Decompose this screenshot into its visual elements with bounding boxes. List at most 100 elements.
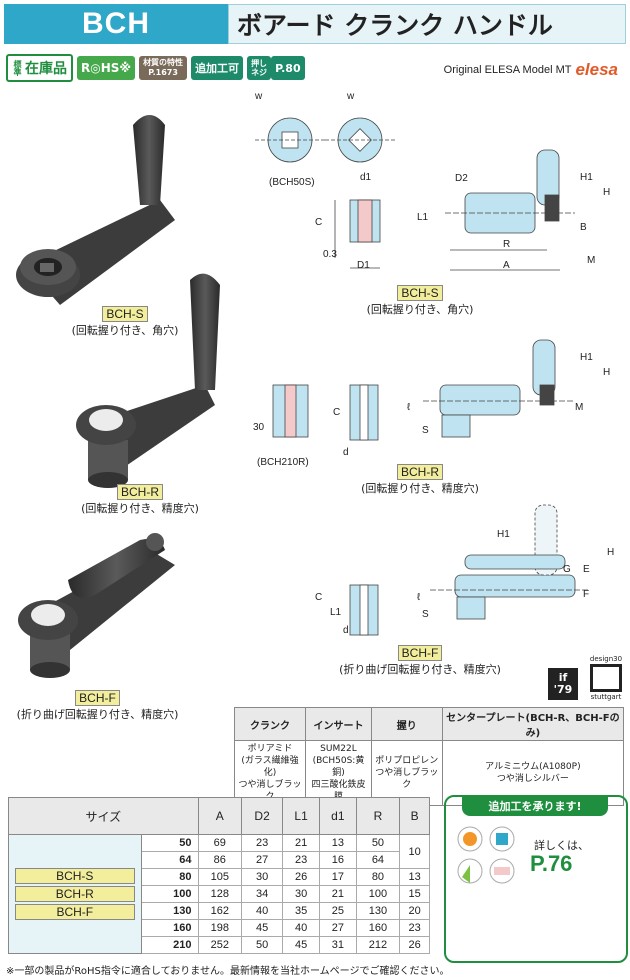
dim-B: B: [580, 222, 587, 233]
dim-H-f: H: [607, 547, 614, 558]
photo-s-tag: BCH-S: [102, 306, 148, 322]
elesa-logo: elesa: [575, 60, 618, 79]
size-header-size: サイズ: [8, 797, 199, 835]
size-header-B: B: [399, 797, 430, 835]
mat-grip: ポリプロピレンつや消しブラック: [370, 740, 443, 806]
addwork-panel[interactable]: 追加工を承ります! 詳しくは、 P.76: [444, 795, 628, 963]
if-award-logo: if '79: [548, 668, 578, 700]
addwork-title: 追加工を承ります!: [462, 796, 608, 816]
dim-c-s: C: [315, 217, 322, 228]
mat-header-grip: 握り: [370, 707, 443, 741]
group-bch-r: BCH-R: [15, 886, 135, 902]
photo-f-tag: BCH-F: [75, 690, 120, 706]
bch50s-label: (BCH50S): [269, 177, 315, 188]
addwork-page-link[interactable]: P.76: [530, 851, 573, 876]
dim-L1: L1: [417, 212, 429, 223]
design-logo-top: design30: [589, 655, 623, 663]
dim-F: F: [583, 589, 589, 600]
photo-r-desc: (回転握り付き、精度穴): [81, 502, 199, 515]
dim-D1: D1: [357, 260, 370, 271]
drawing-r-tag: BCH-R: [397, 464, 443, 480]
badge-row: 標準 在庫品 R◎HS※ 材質の特性 P.1673 追加工可 押し ネジ P.8…: [6, 54, 305, 82]
bch-f-photo: [18, 533, 175, 678]
mat-header-crank: クランク: [233, 707, 307, 741]
if-logo-text: if: [558, 671, 568, 684]
drawing-f-caption: BCH-F (折り曲げ回転握り付き、精度穴): [330, 645, 510, 677]
drawing-f-tag: BCH-F: [397, 645, 443, 661]
drawing-s-desc: (回転握り付き、角穴): [366, 303, 474, 316]
photo-s-caption: BCH-S (回転握り付き、角穴): [70, 306, 180, 338]
stock-badge-small: 標準: [13, 60, 22, 76]
dim-A: A: [503, 260, 510, 271]
size-header-A: A: [197, 797, 243, 835]
dim-M-s: M: [587, 255, 595, 266]
drawing-f-desc: (折り曲げ回転握り付き、精度穴): [339, 663, 501, 676]
dim-S-f: S: [422, 609, 429, 620]
bch-s-photo: [16, 115, 175, 305]
material-badge[interactable]: 材質の特性 P.1673: [139, 56, 188, 80]
drawing-r-caption: BCH-R (回転握り付き、精度穴): [355, 464, 485, 496]
dim-H-r: H: [603, 367, 610, 378]
size-header-D2: D2: [240, 797, 284, 835]
drawing-s-tag: BCH-S: [397, 285, 443, 301]
dim-d-r: d: [343, 447, 349, 458]
material-badge-line2: P.1673: [148, 68, 178, 77]
mat-header-plate: センタープレート(BCH-R、BCH-Fのみ): [441, 707, 625, 741]
technical-drawings: w w (BCH50S) d1 C 0.3 D1 D2 L1 H1 H B R …: [253, 91, 614, 636]
photo-r-caption: BCH-R (回転握り付き、精度穴): [80, 484, 200, 516]
page-link-badge[interactable]: P.80: [271, 56, 305, 80]
photo-r-tag: BCH-R: [117, 484, 163, 500]
dim-w2: w: [346, 91, 355, 102]
dim-w1: w: [254, 91, 263, 102]
materials-header-row: クランク インサート 握り センタープレート(BCH-R、BCH-Fのみ): [233, 707, 625, 741]
dim-30: 30: [253, 422, 265, 433]
product-title: ボアード クランク ハンドル: [228, 4, 626, 44]
photo-f-caption: BCH-F (折り曲げ回転握り付き、精度穴): [10, 690, 185, 722]
push-badge-line2: ネジ: [251, 68, 268, 77]
addwork-detail: 詳しくは、: [534, 839, 589, 852]
drawing-r-desc: (回転握り付き、精度穴): [361, 482, 479, 495]
dim-R: R: [503, 239, 510, 250]
dim-D2: D2: [455, 173, 468, 184]
dim-L1-f: L1: [330, 607, 342, 618]
group-bch-s: BCH-S: [15, 868, 135, 884]
mat-insert: SUM22L(BCH50S:黄銅)四三酸化鉄皮膜: [305, 740, 372, 806]
group-bch-f: BCH-F: [15, 904, 135, 920]
addwork-badge: 追加工可: [191, 56, 244, 80]
mat-crank: ポリアミド(ガラス繊維強化)つや消しブラック: [233, 740, 307, 806]
mat-header-insert: インサート: [305, 707, 372, 741]
product-photos: [16, 115, 220, 678]
dim-c-f: C: [315, 592, 322, 603]
dim-l-f: ℓ: [417, 592, 421, 603]
size-header-L1: L1: [282, 797, 320, 835]
design-logo-bottom: stuttgart: [590, 693, 622, 701]
materials-table: クランク インサート 握り センタープレート(BCH-R、BCH-Fのみ) ポリ…: [233, 707, 625, 806]
design-logo-mark: [590, 664, 622, 692]
size-header-R: R: [355, 797, 401, 835]
dim-l-r: ℓ: [407, 402, 411, 413]
design-award-logo: design30 stuttgart: [584, 655, 628, 701]
photo-s-desc: (回転握り付き、角穴): [71, 324, 179, 337]
original-model: Original ELESA Model MT elesa: [444, 60, 618, 80]
footer-note: ※一部の製品がRoHS指令に適合しておりません。最新情報を当社ホームページでご確…: [6, 966, 450, 977]
dim-M-r: M: [575, 402, 583, 413]
dim-H-s: H: [603, 187, 610, 198]
model-group: BCH-S BCH-R BCH-F: [8, 834, 142, 954]
dim-H1-r: H1: [580, 352, 593, 363]
bch210r-label: (BCH210R): [257, 457, 309, 468]
dim-03: 0.3: [323, 249, 337, 260]
dim-G: G: [563, 564, 571, 575]
rohs-badge: R◎HS※: [77, 56, 136, 80]
dim-d1-s: d1: [360, 172, 372, 183]
dim-d-f: d: [343, 625, 349, 636]
size-header-row: サイズ A D2 L1 d1 R B: [8, 797, 430, 835]
dim-S-r: S: [422, 425, 429, 436]
size-header-d1: d1: [318, 797, 357, 835]
product-code: BCH: [4, 4, 228, 44]
